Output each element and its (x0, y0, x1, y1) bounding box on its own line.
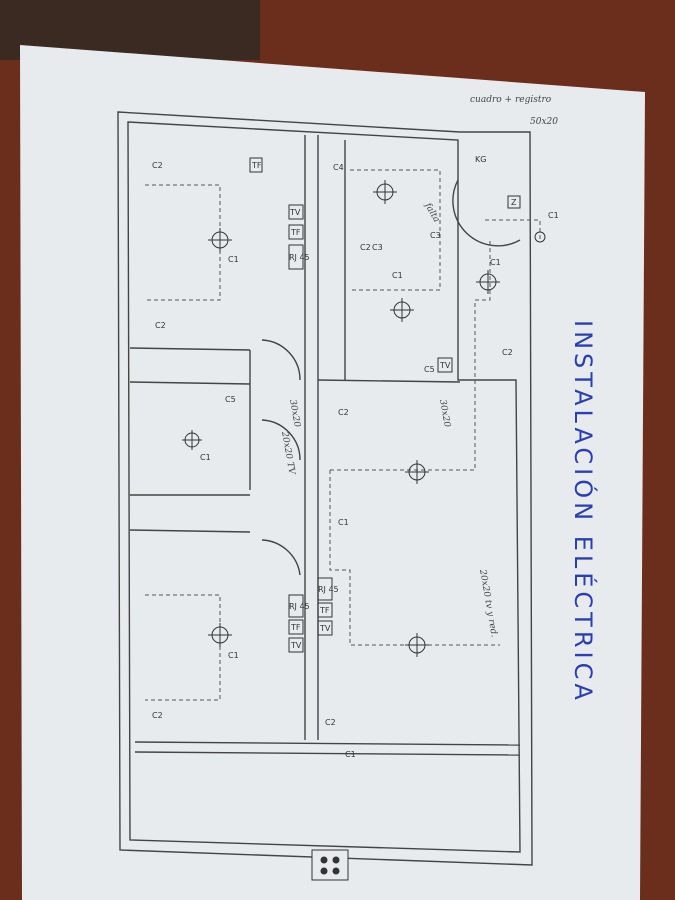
rj45-label-3: RJ 45 (289, 602, 310, 611)
c2-label-living: C2 (338, 408, 349, 417)
kg-label: KG (475, 155, 486, 164)
circuit-lines (145, 169, 541, 701)
tf-label-4: TF (290, 623, 301, 632)
light-points (182, 180, 546, 657)
z-label: Z (511, 198, 517, 207)
walls (117, 111, 533, 866)
c1-label-bath: C1 (200, 453, 211, 462)
c3-label-kitchen: C3 (430, 231, 441, 240)
c2-label-bottom: C2 (325, 718, 336, 727)
panel-size-note: 50x20 (530, 117, 558, 127)
box-30x20-note-b: 30x20 (437, 399, 452, 429)
c1-label-bottom: C1 (345, 750, 356, 759)
panel-note: cuadro + registro (470, 95, 552, 105)
telecom-sockets (249, 157, 453, 653)
rj45-label-2: RJ 45 (318, 585, 339, 594)
c1-label-living: C1 (338, 518, 349, 527)
drain-icon (311, 849, 349, 881)
c1-label-bedroom1: C1 (228, 255, 239, 264)
c1-label-kitchen: C1 (392, 271, 403, 280)
tf-label-3: TF (319, 606, 330, 615)
c3-label: C3 (372, 243, 383, 252)
c2-label-bedroom1: C2 (155, 321, 166, 330)
tf-label-1: TF (251, 161, 262, 170)
box-30x20-note-a: 30x20 (287, 399, 302, 429)
c5-label-bath: C5 (225, 395, 236, 404)
tv-label-2: TV (319, 624, 331, 633)
drain-holes (320, 856, 340, 875)
c2-label-bedroom1-top: C2 (152, 161, 163, 170)
tv-label-1: TV (289, 208, 301, 217)
tv-label-3: TV (290, 641, 302, 650)
tf-label-2: TF (290, 228, 301, 237)
c5-label: C5 (424, 365, 435, 374)
c2-label-bedroom2: C2 (152, 711, 163, 720)
c2-c3-label: C2 (360, 243, 371, 252)
rj45-label-1: RJ 45 (289, 253, 310, 262)
paper-sheet (20, 45, 645, 900)
c4-label: C4 (333, 163, 344, 172)
c2-label-hall: C2 (502, 348, 513, 357)
c1-label-entry: C1 (548, 211, 559, 220)
c1-label-bedroom2: C1 (228, 651, 239, 660)
c1-label-hall: C1 (490, 258, 501, 267)
plan-title: INSTALACIÓN ELÉCTRICA (569, 320, 599, 704)
tv-label-kitchen: TV (439, 361, 451, 370)
